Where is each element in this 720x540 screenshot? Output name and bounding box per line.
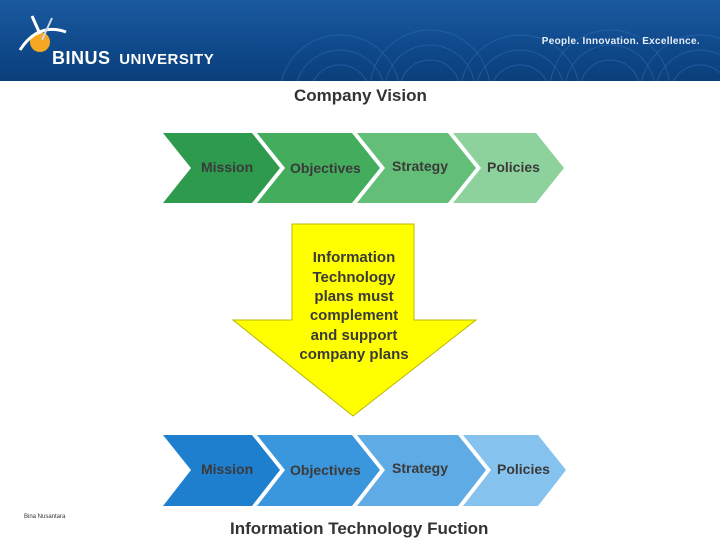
arrow-line-4: complement (310, 307, 398, 324)
arrow-line-5: and support (311, 327, 398, 344)
top-chevron-objectives (257, 133, 380, 203)
arrow-line-6: company plans (299, 346, 408, 363)
header-bar: BINUS UNIVERSITY People. Innovation. Exc… (0, 0, 720, 81)
top-step-objectives: Objectives (290, 160, 361, 176)
support-arrow-text: Information Technology plans must comple… (299, 249, 408, 363)
binus-logo (14, 10, 229, 72)
bottom-chevron-objectives (257, 435, 380, 506)
logo-wordmark: BINUS UNIVERSITY (52, 48, 214, 69)
logo-suffix: UNIVERSITY (119, 51, 215, 68)
bottom-chevron-mission (163, 435, 280, 506)
top-step-policies: Policies (487, 159, 540, 175)
arrow-line-1: Information (313, 249, 396, 266)
top-chevron-strategy (357, 133, 476, 203)
bottom-chevron-row: Mission Objectives Strategy Policies (163, 435, 566, 506)
top-step-mission: Mission (201, 159, 253, 175)
support-arrow (231, 223, 478, 417)
footer-author: Bina Nusantara (24, 514, 66, 520)
arrow-line-3: plans must (314, 288, 393, 305)
bottom-chevron-strategy (357, 435, 486, 506)
header-tagline: People. Innovation. Excellence. (541, 36, 700, 47)
top-step-strategy: Strategy (392, 158, 448, 174)
top-chevron-mission (163, 133, 280, 203)
bottom-chevron-policies (463, 435, 566, 506)
top-chevron-row: Mission Objectives Strategy Policies (163, 133, 564, 203)
arrow-line-2: Technology (312, 269, 396, 286)
it-function-title: Information Technology Fuction (230, 519, 489, 538)
company-vision-title: Company Vision (294, 86, 427, 105)
logo-brand: BINUS (52, 48, 111, 68)
header-wave-pattern (281, 29, 720, 81)
bottom-step-mission: Mission (201, 461, 253, 477)
bottom-step-objectives: Objectives (290, 462, 361, 478)
bottom-step-policies: Policies (497, 461, 550, 477)
top-chevron-policies (453, 133, 564, 203)
bottom-step-strategy: Strategy (392, 460, 448, 476)
logo-emblem-icon (18, 15, 67, 52)
